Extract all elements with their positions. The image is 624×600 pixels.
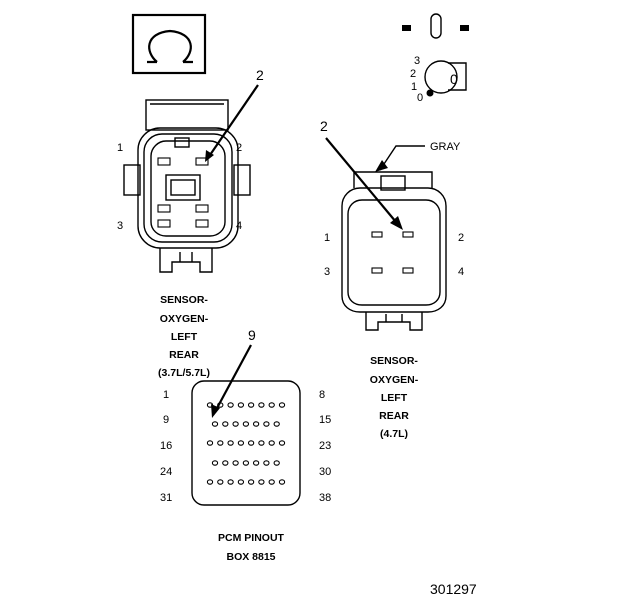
pcm-pin	[252, 460, 260, 466]
pcm-pin	[232, 460, 239, 466]
pcm-pin-grid	[206, 402, 286, 485]
pcm-caption-line-1: PCM PINOUT	[218, 532, 285, 544]
connector-b-callout: 2	[320, 118, 328, 134]
pcm-row-end-3: 23	[319, 440, 331, 452]
caption-a-line-2: OXYGEN-	[160, 313, 209, 325]
pcm-pin	[247, 479, 255, 485]
pcm-pin	[237, 402, 245, 408]
caption-b-line-2: OXYGEN-	[370, 374, 419, 386]
connector-a-pin-2: 2	[236, 142, 242, 154]
pcm-pin	[247, 402, 255, 408]
connector-b-pin-2: 2	[458, 232, 464, 244]
pcm-callout: 9	[248, 327, 256, 343]
pcm-row-start-2: 9	[163, 414, 169, 426]
pcm-pin	[278, 402, 286, 408]
caption-a-line-3: LEFT	[171, 331, 198, 343]
caption-b-line-3: LEFT	[381, 392, 408, 404]
pcm-pin	[258, 402, 265, 408]
connector-a-pin-1: 1	[117, 142, 123, 154]
pcm-row-end-4: 30	[319, 466, 331, 478]
pcm-pin	[273, 460, 280, 466]
key-pos-0: 0	[417, 92, 423, 104]
pcm-pin	[206, 479, 214, 485]
key-text: 0	[450, 71, 458, 87]
caption-b-line-1: SENSOR-	[370, 355, 418, 367]
pcm-row-end-5: 38	[319, 492, 331, 504]
pcm-pin	[278, 479, 286, 485]
pcm-pin	[237, 479, 245, 485]
pcm-caption: PCM PINOUT BOX 8815	[218, 532, 285, 563]
pcm-row-end-1: 8	[319, 389, 325, 401]
pcm-pin	[237, 440, 245, 446]
ignition-key-icon: 3 2 1 0 0	[402, 13, 469, 104]
connector-a-callout: 2	[256, 67, 264, 83]
pcm-pin	[217, 479, 224, 485]
key-pos-1: 1	[411, 81, 417, 93]
key-pos-3: 3	[414, 55, 420, 67]
pcm-pin	[232, 421, 239, 427]
pcm-pin	[268, 402, 275, 408]
connector-b-color-label: GRAY	[430, 141, 461, 153]
connector-a: 1 2 3 4 2	[117, 67, 264, 273]
pcm-pin	[273, 421, 280, 427]
pcm-pin	[222, 460, 229, 466]
pcm-pin	[252, 421, 260, 427]
caption-a-line-5: (3.7L/5.7L)	[158, 367, 210, 379]
pcm-row-start-1: 1	[163, 389, 169, 401]
pcm-row-end-2: 15	[319, 414, 331, 426]
pcm-row-start-5: 31	[160, 492, 172, 504]
figure-number: 301297	[430, 581, 477, 597]
pcm-pinout: 1 9 16 24 31 8 15 23 30 38 9	[160, 327, 331, 506]
caption-a-line-4: REAR	[169, 349, 199, 361]
connector-a-pin-4: 4	[236, 220, 242, 232]
pcm-pin	[258, 479, 265, 485]
pcm-pin	[217, 440, 224, 446]
pcm-pin	[247, 440, 255, 446]
pcm-caption-line-2: BOX 8815	[226, 551, 275, 563]
pcm-pin	[227, 479, 234, 485]
pcm-pin	[222, 421, 229, 427]
pcm-pin	[278, 440, 286, 446]
pcm-pin	[206, 440, 214, 446]
pcm-pin	[263, 421, 270, 427]
pcm-row-start-4: 24	[160, 466, 172, 478]
ohm-symbol-icon	[131, 13, 207, 75]
pcm-pin	[227, 402, 234, 408]
connector-b: 1 2 3 4 GRAY 2	[320, 118, 464, 331]
connector-b-pin-3: 3	[324, 266, 330, 278]
connector-b-caption: SENSOR- OXYGEN- LEFT REAR (4.7L)	[370, 355, 419, 440]
pcm-row-start-3: 16	[160, 440, 172, 452]
pcm-pin	[211, 460, 219, 466]
pcm-pin	[242, 460, 250, 466]
pcm-pin	[258, 440, 265, 446]
connector-a-pin-3: 3	[117, 220, 123, 232]
pcm-pin	[263, 460, 270, 466]
connector-a-caption: SENSOR- OXYGEN- LEFT REAR (3.7L/5.7L)	[158, 294, 210, 379]
pcm-pin	[211, 421, 219, 427]
pcm-pin	[268, 479, 275, 485]
caption-b-line-5: (4.7L)	[380, 428, 408, 440]
caption-a-line-1: SENSOR-	[160, 294, 208, 306]
pcm-pin	[268, 440, 275, 446]
pcm-pin	[242, 421, 250, 427]
pcm-pin	[227, 440, 234, 446]
key-pos-2: 2	[410, 68, 416, 80]
connector-b-pin-1: 1	[324, 232, 330, 244]
caption-b-line-4: REAR	[379, 410, 409, 422]
connector-b-pin-4: 4	[458, 266, 464, 278]
